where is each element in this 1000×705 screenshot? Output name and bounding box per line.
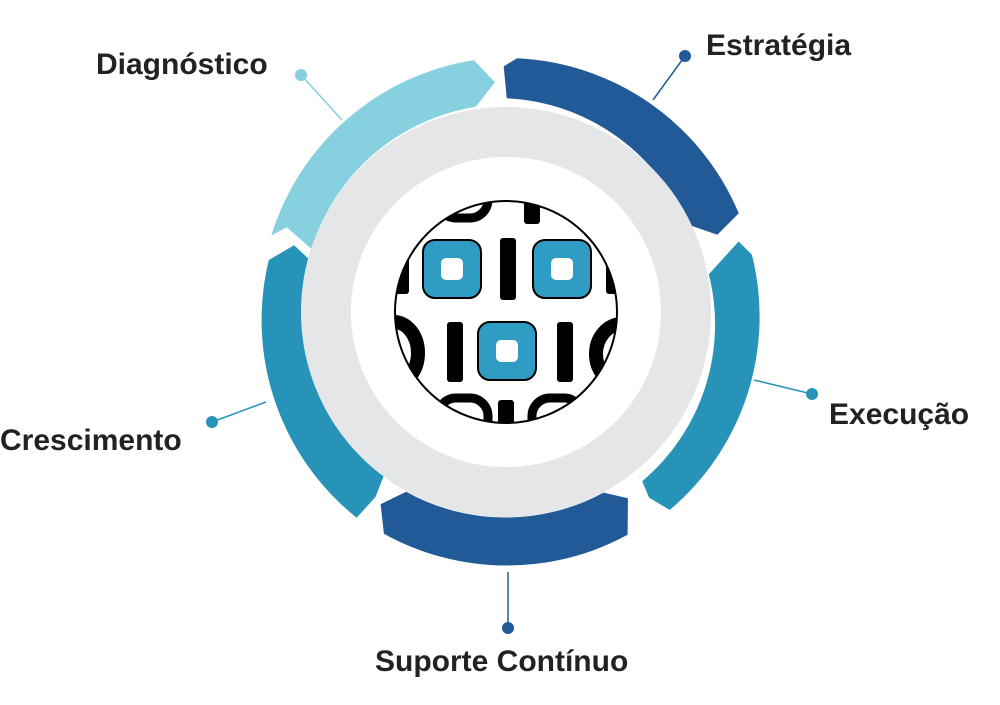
leader-line-estrategia: [652, 55, 686, 101]
leader-dot-execucao: [806, 388, 818, 400]
leader-line-execucao: [753, 379, 813, 395]
stage-label-diagnostico: Diagnóstico: [96, 48, 268, 81]
leader-dot-diagnostico: [295, 69, 307, 81]
leader-dot-crescimento: [206, 416, 218, 428]
inner-ring: [301, 107, 711, 517]
stage-label-estrategia: Estratégia: [706, 29, 852, 62]
leader-dot-suporte: [502, 622, 514, 634]
segment-execucao: [642, 241, 760, 510]
stage-label-crescimento: Crescimento: [0, 424, 182, 457]
segment-suporte: [380, 491, 628, 566]
stage-label-execucao: Execução: [829, 398, 970, 431]
segment-diagnostico: [271, 60, 495, 249]
logo-border: [394, 200, 618, 424]
leader-line-crescimento: [211, 401, 267, 423]
stage-label-suporte: Suporte Contínuo: [375, 645, 629, 678]
leader-dot-estrategia: [679, 50, 691, 62]
leader-line-diagnostico: [300, 74, 343, 121]
segment-estrategia: [503, 58, 739, 235]
